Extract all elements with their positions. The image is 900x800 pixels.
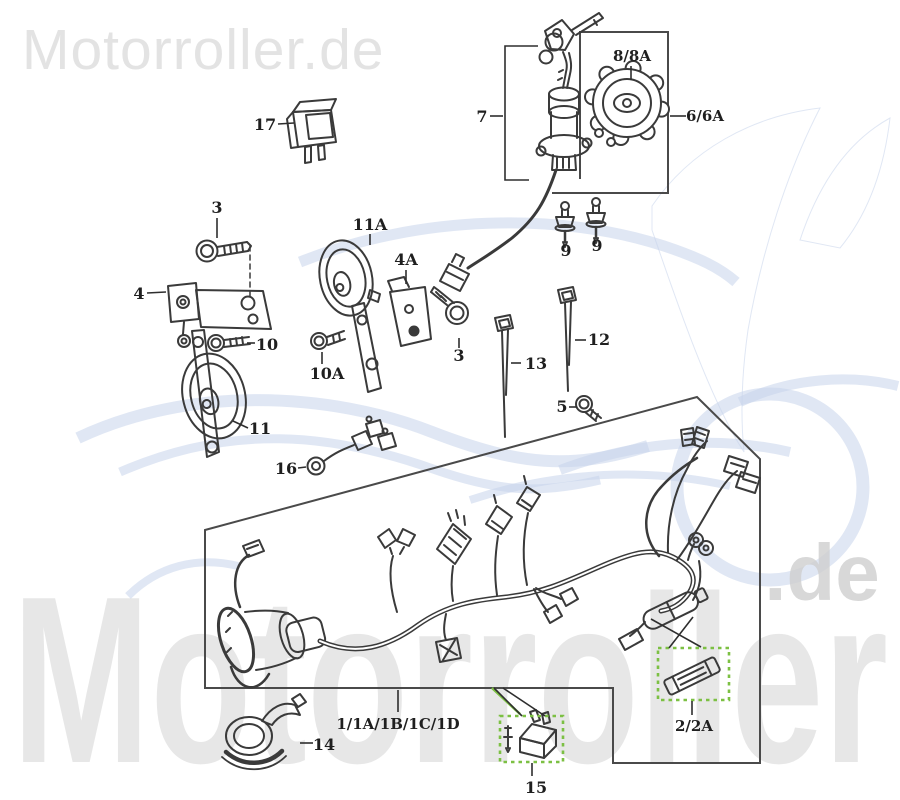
cable-tie-13 [494,314,514,438]
swirl [297,217,740,287]
screw-10a [310,330,346,350]
bolt-3-top [195,239,252,299]
group-parts [167,12,761,771]
part-label-3-top: 3 [211,198,222,217]
group-part-labels: 17 3 4 10 10A 11 11A 4A 3 16 7 8/8A 6/6A… [133,47,724,797]
part-label-9-right: 9 [591,236,602,255]
screw-10 [207,334,251,352]
ignition-key [538,12,604,89]
fuel-cap-box [552,31,669,194]
part-label-17: 17 [254,115,276,134]
wiring-harness-1 [216,426,761,689]
cable-tie-12 [557,286,577,392]
bracket-7 [504,45,538,181]
swirl [651,107,821,453]
part-label-10: 10 [256,335,278,354]
part-label-5: 5 [556,397,567,416]
part-label-8-8a: 8/8A [613,47,651,65]
watermark-swirls [75,107,900,599]
swirl [737,374,900,407]
horn-11 [181,329,247,458]
fuel-cap-6 [584,60,670,147]
part-label-11: 11 [249,419,271,438]
bracket-4 [167,282,272,348]
bolt-3-right [430,286,469,325]
part-label-16: 16 [275,459,297,478]
part-label-14: 14 [313,735,335,754]
watermark-layer: Motorroller .de Motorroller.de [12,18,900,800]
swirl [558,437,792,475]
part-label-4: 4 [133,284,144,303]
watermark-domain: .de [764,528,880,617]
part-label-7: 7 [476,107,487,126]
group-leader-lines [146,66,702,776]
swirl [799,117,891,249]
part-label-4a: 4A [394,250,418,269]
group-boxes [204,31,761,764]
swirl [125,558,239,599]
part-label-6-6a: 6/6A [686,107,724,125]
part-label-harness: 1/1A/1B/1C/1D [336,715,459,733]
part-label-15: 15 [525,778,547,797]
highlight-box-2a [656,646,731,702]
part-label-13: 13 [525,354,547,373]
connector-16 [306,415,397,476]
part-label-10a: 10A [310,364,345,383]
part-label-2-2a: 2/2A [675,717,713,735]
fuse-2 [663,656,721,696]
highlight-box-15 [498,714,565,764]
part-label-12: 12 [588,330,610,349]
part-label-9-left: 9 [560,241,571,260]
bolt-9-right [585,197,607,244]
bolt-5 [575,395,602,422]
header-logo-text: Motorroller.de [22,18,385,82]
part-label-11a: 11A [353,215,388,234]
clamp-14 [221,693,307,771]
horn-11a [318,239,382,393]
watermark-word: Motorroller [12,548,888,800]
relay-17 [286,98,337,164]
part-label-3-right: 3 [453,346,464,365]
bolt-9-left [554,201,576,248]
ignition-switch-7 [439,86,593,292]
harness-box [204,395,761,764]
swirl [468,470,731,504]
bracket-4a [387,276,432,347]
